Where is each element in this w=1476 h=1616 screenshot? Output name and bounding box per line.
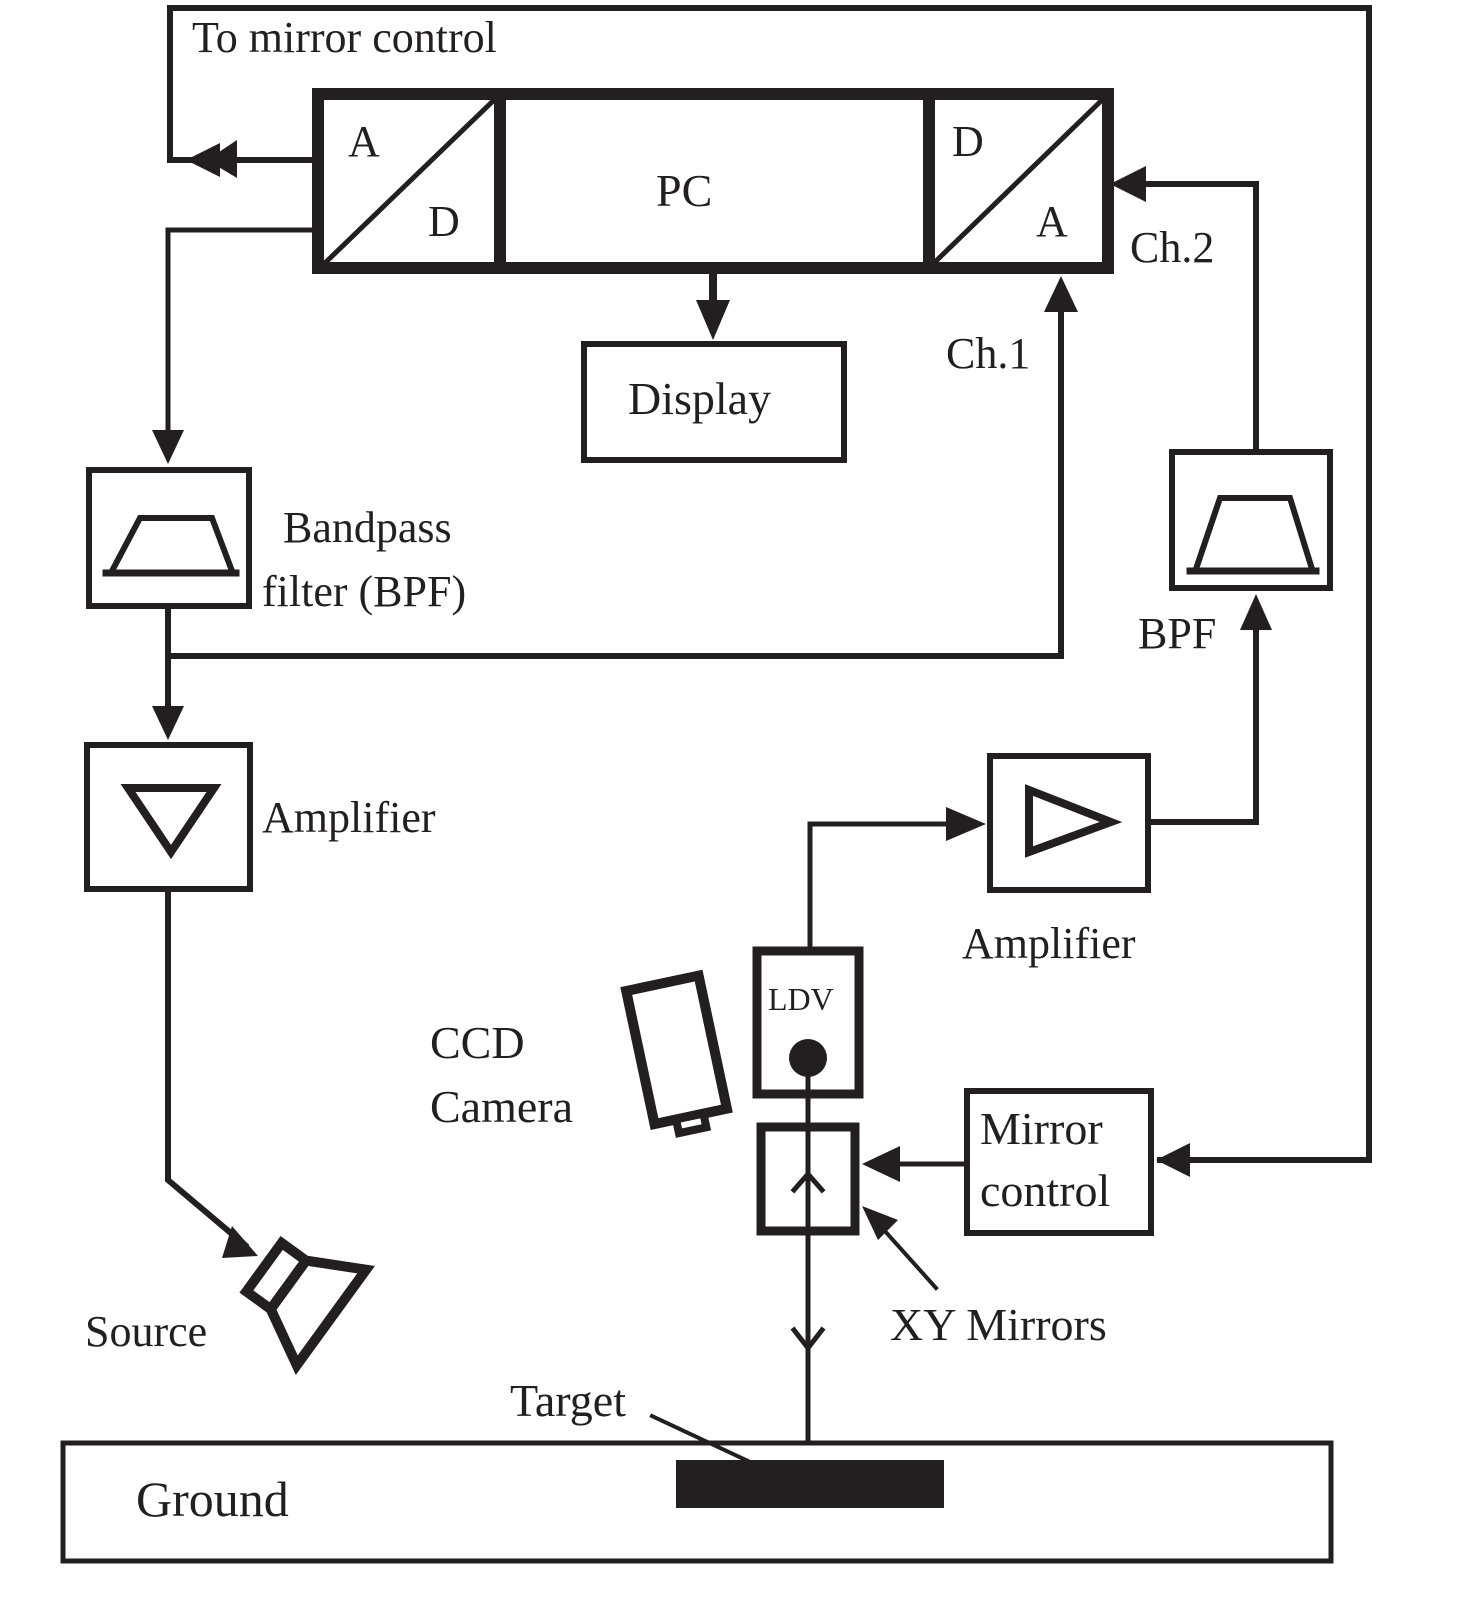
amplifier-to-source-arrow bbox=[222, 1226, 258, 1258]
bpf-to-amplifier-arrow bbox=[152, 706, 184, 740]
laser-dot-icon bbox=[789, 1039, 827, 1077]
ad-converter-a-label: A bbox=[348, 117, 380, 166]
ccd-camera-label-line1: CCD bbox=[430, 1017, 525, 1068]
triangle-amplifier-icon bbox=[1025, 784, 1123, 858]
ldv-label: LDV bbox=[768, 981, 834, 1017]
mirror-control-box bbox=[964, 1088, 1154, 1236]
bpf-left-label-line1: Bandpass bbox=[283, 503, 452, 552]
ch1-label: Ch.1 bbox=[946, 329, 1030, 378]
da-converter-d-label: D bbox=[952, 117, 984, 166]
mirror-control-label-line2: control bbox=[980, 1165, 1110, 1216]
to-mirror-control-label: To mirror control bbox=[192, 13, 497, 62]
mirror-control-to-mirrors-arrow bbox=[862, 1146, 900, 1182]
ad-converter-divider bbox=[322, 96, 498, 266]
amplifier-left bbox=[84, 742, 253, 892]
amplifier-right bbox=[987, 753, 1151, 893]
pc-to-display-arrow bbox=[696, 300, 730, 340]
ad-converter-d-label: D bbox=[428, 197, 460, 246]
ldv-box bbox=[752, 946, 864, 1099]
mirror-control-loop bbox=[167, 5, 1372, 1177]
mirror-control-label-line1: Mirror bbox=[980, 1103, 1103, 1154]
triangle-amplifier-icon bbox=[120, 784, 222, 860]
xy-mirrors-pointer-arrow bbox=[862, 1206, 898, 1240]
trapezoid-filter-icon bbox=[1186, 495, 1320, 575]
target-pointer-line bbox=[649, 1413, 753, 1465]
da-converter-a-label: A bbox=[1036, 197, 1068, 246]
ccd-camera-label-line2: Camera bbox=[430, 1081, 573, 1132]
da-converter-divider bbox=[931, 96, 1106, 266]
bpf-left-label-line2: filter (BPF) bbox=[262, 567, 466, 616]
pc-block bbox=[312, 88, 1114, 274]
bandpass-filter-right bbox=[1169, 449, 1333, 591]
ldv-to-amplifier-arrow bbox=[946, 807, 986, 841]
ch2-label: Ch.2 bbox=[1130, 223, 1214, 272]
amplifier-left-label: Amplifier bbox=[262, 793, 436, 842]
pc-label: PC bbox=[656, 165, 712, 216]
amplifier-to-bpf-arrow bbox=[1240, 594, 1272, 630]
display-label: Display bbox=[628, 373, 771, 424]
ad-to-bpf-arrow bbox=[152, 430, 184, 464]
ground-label: Ground bbox=[136, 1471, 289, 1527]
ccd-camera-icon bbox=[620, 969, 733, 1138]
display-box bbox=[581, 341, 847, 463]
xy-mirrors-label: XY Mirrors bbox=[890, 1299, 1107, 1350]
amplifier-right-label: Amplifier bbox=[962, 919, 1136, 968]
ch1-arrow bbox=[1044, 276, 1078, 312]
target-block bbox=[676, 1460, 944, 1508]
source-label: Source bbox=[85, 1307, 207, 1356]
target-label: Target bbox=[510, 1375, 626, 1426]
bandpass-filter-left bbox=[86, 467, 252, 609]
loudspeaker-source-icon bbox=[239, 1235, 375, 1375]
trapezoid-filter-icon bbox=[102, 515, 240, 577]
beam-down-arrowhead bbox=[790, 1326, 826, 1353]
ch2-arrow bbox=[1110, 166, 1146, 202]
bpf-right-label: BPF bbox=[1138, 609, 1216, 658]
